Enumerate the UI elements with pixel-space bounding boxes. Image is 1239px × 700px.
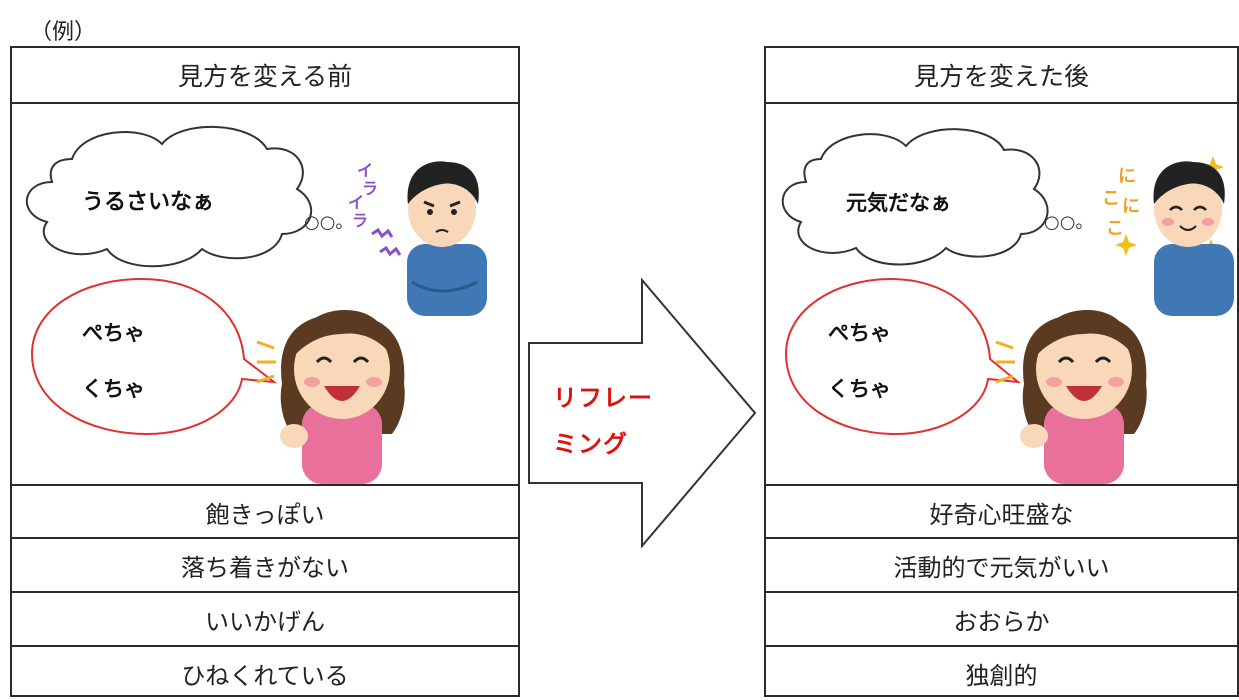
thought-dots: ○○。	[304, 212, 353, 233]
chatty-girl-icon	[280, 310, 405, 484]
speech-bubble	[30, 277, 278, 436]
example-label: （例）	[30, 20, 97, 45]
voice-marks-icon	[256, 340, 276, 384]
svg-text:に: に	[1118, 166, 1136, 187]
reframing-arrow-icon	[528, 278, 757, 548]
before-row-4: ひねくれている	[12, 645, 518, 700]
before-panel: 見方を変える前 うるさいなぁ ○○。 イ ラ イ ラ	[10, 46, 520, 697]
before-row-1: 飽きっぽい	[12, 484, 518, 539]
before-header: 見方を変える前	[12, 48, 518, 104]
happy-boy-icon	[1153, 161, 1234, 316]
svg-text:に: に	[1122, 196, 1140, 217]
arrow-label-line1: リフレー	[553, 384, 653, 412]
speech-line2: くちゃ	[82, 377, 145, 401]
after-row-1: 好奇心旺盛な	[766, 484, 1237, 539]
happy-marks-icon: に こ に こ	[1102, 156, 1224, 259]
before-row-2: 落ち着きがない	[12, 537, 518, 592]
after-row-4: 独創的	[766, 645, 1237, 700]
after-rows: 好奇心旺盛な 活動的で元気がいい おおらか 独創的	[766, 484, 1237, 695]
before-row-3: いいかげん	[12, 591, 518, 646]
svg-text:イ: イ	[348, 193, 364, 212]
thought-text: 元気だなぁ	[846, 191, 951, 215]
annoyed-boy-icon	[407, 161, 487, 316]
annoyed-marks-icon: イ ラ イ ラ	[348, 161, 402, 257]
thought-text: うるさいなぁ	[82, 190, 214, 215]
after-panel: 見方を変えた後 元気だなぁ ○○。 に こ に こ	[764, 46, 1239, 697]
before-rows: 飽きっぽい 落ち着きがない いいかげん ひねくれている	[12, 484, 518, 695]
svg-text:こ: こ	[1102, 188, 1120, 209]
after-row-3: おおらか	[766, 591, 1237, 646]
svg-text:ラ: ラ	[362, 179, 378, 198]
thought-cloud	[26, 126, 313, 268]
svg-text:こ: こ	[1106, 218, 1124, 239]
voice-marks-icon	[995, 340, 1015, 384]
thought-cloud	[781, 128, 1049, 266]
speech-bubble	[784, 277, 1022, 436]
thought-dots: ○○。	[1044, 212, 1093, 233]
after-illustration: 元気だなぁ ○○。 に こ に こ	[766, 104, 1237, 484]
after-row-2: 活動的で元気がいい	[766, 537, 1237, 592]
chatty-girl-icon	[1020, 310, 1147, 484]
after-header: 見方を変えた後	[766, 48, 1237, 104]
before-illustration: うるさいなぁ ○○。 イ ラ イ ラ	[12, 104, 518, 484]
speech-line1: ぺちゃ	[828, 321, 891, 345]
speech-line1: ぺちゃ	[82, 321, 145, 345]
arrow-label-line2: ミング	[553, 430, 628, 458]
svg-text:ラ: ラ	[352, 211, 368, 230]
speech-line2: くちゃ	[828, 377, 891, 401]
svg-text:イ: イ	[357, 161, 373, 180]
